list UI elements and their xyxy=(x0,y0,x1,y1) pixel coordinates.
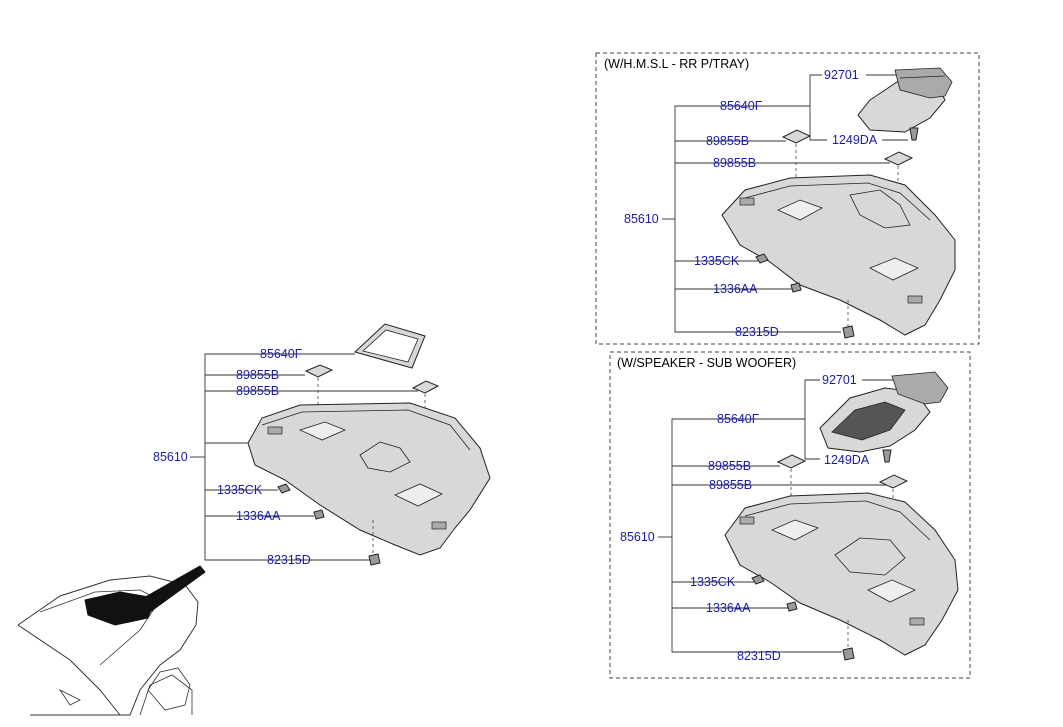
trim-ring-part xyxy=(354,323,426,369)
label-1335CK: 1335CK xyxy=(217,483,263,497)
label-85640F: 85640F xyxy=(717,412,760,426)
label-1336AA: 1336AA xyxy=(236,509,281,523)
variant-header: (W/H.M.S.L - RR P/TRAY) xyxy=(604,57,749,71)
brake-light-part xyxy=(857,67,953,133)
clip-1336aa-part xyxy=(786,601,798,612)
clip-part xyxy=(411,380,440,486)
label-82315D: 82315D xyxy=(737,649,781,663)
clip-part xyxy=(883,151,914,166)
variant-box-subwoofer: (W/SPEAKER - SUB WOOFER) xyxy=(609,351,971,679)
label-85610: 85610 xyxy=(153,450,188,464)
label-1336AA: 1336AA xyxy=(713,282,758,296)
clip-1336aa-part xyxy=(790,282,802,293)
label-82315D: 82315D xyxy=(267,553,311,567)
car-illustration xyxy=(17,565,206,716)
label-89855B: 89855B xyxy=(709,478,752,492)
label-1249DA: 1249DA xyxy=(832,133,878,147)
label-85610: 85610 xyxy=(620,530,655,544)
clip-part xyxy=(776,454,807,469)
label-85640F: 85640F xyxy=(260,347,303,361)
screw-1249da-part xyxy=(882,449,892,463)
package-tray-part xyxy=(721,174,956,336)
screw-1249da-part xyxy=(909,127,919,141)
left-assembly: 85640F 89855B 89855B 85610 1335CK 1336AA… xyxy=(153,323,491,567)
label-1335CK: 1335CK xyxy=(694,254,740,268)
label-89855B: 89855B xyxy=(706,134,749,148)
clip-part xyxy=(878,474,909,489)
label-92701: 92701 xyxy=(822,373,857,387)
grommet-82315d-part xyxy=(368,553,381,566)
grommet-82315d-part xyxy=(842,325,855,339)
label-89855B: 89855B xyxy=(713,156,756,170)
label-1249DA: 1249DA xyxy=(824,453,870,467)
clip-part xyxy=(781,129,812,144)
clip-1335ck-part xyxy=(755,253,769,264)
clip-1335ck-part xyxy=(751,574,765,585)
grommet-82315d-part xyxy=(842,647,855,661)
label-89855B: 89855B xyxy=(236,368,279,382)
label-85610: 85610 xyxy=(624,212,659,226)
label-89855B: 89855B xyxy=(236,384,279,398)
label-82315D: 82315D xyxy=(735,325,779,339)
clip-1335ck-part xyxy=(277,483,291,494)
brake-light-part xyxy=(819,371,949,453)
label-85640F: 85640F xyxy=(720,99,763,113)
variant-box-hmsl: (W/H.M.S.L - RR P/TRAY) xyxy=(595,52,980,345)
label-92701: 92701 xyxy=(824,68,859,82)
clip-1336aa-part xyxy=(313,509,325,520)
label-1336AA: 1336AA xyxy=(706,601,751,615)
package-tray-part xyxy=(247,402,491,556)
label-1335CK: 1335CK xyxy=(690,575,736,589)
label-89855B: 89855B xyxy=(708,459,751,473)
variant-header: (W/SPEAKER - SUB WOOFER) xyxy=(617,356,796,370)
package-tray-part xyxy=(724,492,959,656)
